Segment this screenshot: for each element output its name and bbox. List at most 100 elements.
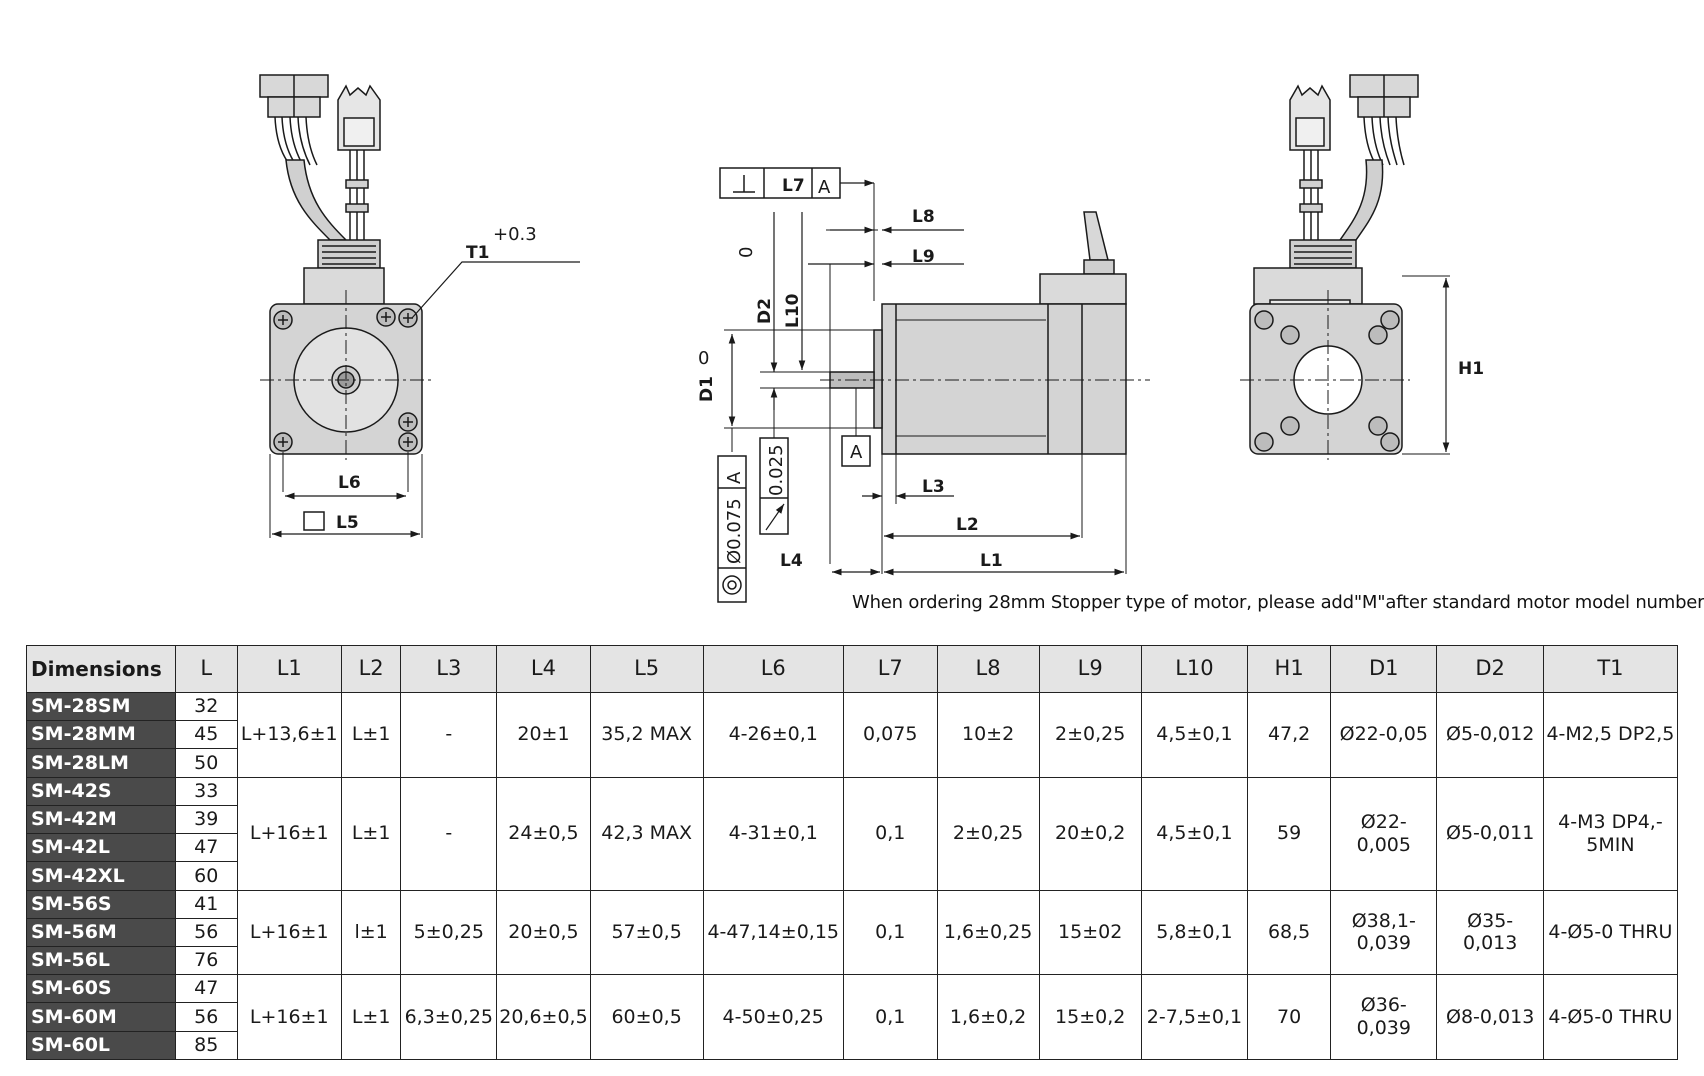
connector-rear-left-icon	[1289, 84, 1331, 250]
dimension-value-cell: L±1	[340, 776, 402, 891]
dimension-value-cell: 10±2	[936, 692, 1040, 778]
dimension-value-cell: 4,5±0,1	[1140, 692, 1249, 778]
dimension-value-cell: 15±02	[1038, 889, 1142, 976]
dimension-value-cell: 4-31±0,1	[702, 776, 844, 891]
header-cell: L5	[589, 645, 704, 693]
t1-label: T1	[466, 243, 489, 263]
concentricity-datum-ref: A	[724, 471, 745, 484]
rear-view	[1240, 74, 1450, 460]
dimension-value-cell: L+16±1	[236, 974, 342, 1060]
dimension-value-cell: l±1	[340, 889, 402, 976]
h1-label: H1	[1458, 359, 1484, 379]
connector-rear-right-icon	[1338, 74, 1419, 241]
length-cell: 76	[174, 945, 238, 976]
dimension-value-cell: 4-Ø5-0 THRU	[1542, 889, 1679, 976]
dimension-value-cell: 4-47,14±0,15	[702, 889, 844, 976]
side-view	[717, 167, 1150, 603]
square-icon	[303, 511, 325, 531]
dimension-value-cell: L±1	[340, 692, 402, 778]
l9-label: L9	[912, 247, 935, 267]
dimension-value-cell: Ø8-0,013	[1436, 974, 1544, 1060]
dimension-value-cell: L±1	[340, 974, 402, 1060]
front-view	[259, 74, 580, 538]
dimension-value-cell: 20,6±0,5	[496, 974, 591, 1060]
concentricity-icon	[722, 575, 742, 595]
dimension-value-cell: 1,6±0,2	[936, 974, 1040, 1060]
l7-label: L7	[782, 176, 805, 196]
model-name-cell: SM-42S	[26, 776, 176, 806]
dimension-value-cell: 2±0,25	[936, 776, 1040, 891]
motor-technical-drawing: T1 +0.3 L6 L5	[259, 74, 1484, 603]
dimension-value-cell: 4-50±0,25	[702, 974, 844, 1060]
dimension-value-cell: 4,5±0,1	[1140, 776, 1249, 891]
l8-label: L8	[912, 207, 935, 227]
dimension-value-cell: 0,1	[842, 776, 938, 891]
dimension-value-cell: 2-7,5±0,1	[1140, 974, 1249, 1060]
model-name-cell: SM-28SM	[26, 691, 176, 722]
ordering-note: When ordering 28mm Stopper type of motor…	[852, 592, 1704, 613]
dimension-value-cell: Ø5-0,012	[1436, 692, 1544, 778]
d1-label: D1	[697, 376, 717, 402]
dimension-value-cell: Ø38,1-0,039	[1330, 889, 1438, 976]
length-cell: 45	[174, 720, 238, 750]
header-cell: L	[174, 645, 238, 693]
header-cell: T1	[1542, 645, 1679, 693]
model-name-cell: SM-60L	[26, 1030, 176, 1061]
length-cell: 56	[174, 917, 238, 947]
dimension-value-cell: Ø36-0,039	[1330, 974, 1438, 1060]
dimension-value-cell: 20±1	[496, 692, 591, 778]
header-cell: L4	[496, 645, 591, 693]
dimension-value-cell: 20±0,2	[1038, 776, 1142, 891]
dimension-value-cell: -	[400, 692, 498, 778]
datum-a-label: A	[850, 442, 863, 463]
dimension-value-cell: 4-26±0,1	[702, 692, 844, 778]
l3-label: L3	[922, 477, 945, 497]
dimension-value-cell: -	[400, 776, 498, 891]
dimension-value-cell: L+13,6±1	[236, 692, 342, 778]
l6-label: L6	[338, 473, 361, 493]
header-cell: L6	[702, 645, 844, 693]
dimension-value-cell: 1,6±0,25	[936, 889, 1040, 976]
dimension-value-cell: 59	[1247, 776, 1332, 891]
l10-label: L10	[783, 293, 803, 328]
model-name-cell: SM-56M	[26, 917, 176, 947]
connector-right-icon	[337, 84, 381, 240]
dimension-value-cell: 35,2 MAX	[589, 692, 704, 778]
header-cell: L2	[340, 645, 402, 693]
dimension-value-cell: L+16±1	[236, 776, 342, 891]
l4-label: L4	[780, 551, 803, 571]
dimension-value-cell: 5±0,25	[400, 889, 498, 976]
dimension-value-cell: L+16±1	[236, 889, 342, 976]
header-cell: L10	[1140, 645, 1249, 693]
length-cell: 41	[174, 889, 238, 919]
model-name-cell: SM-42L	[26, 833, 176, 863]
length-cell: 33	[174, 776, 238, 806]
model-name-cell: SM-56S	[26, 889, 176, 919]
model-name-cell: SM-42XL	[26, 861, 176, 891]
runout-arrow-icon	[765, 503, 785, 531]
dimension-value-cell: 42,3 MAX	[589, 776, 704, 891]
header-cell: L1	[236, 645, 342, 693]
model-name-cell: SM-56L	[26, 945, 176, 976]
dimension-value-cell: 57±0,5	[589, 889, 704, 976]
dimension-value-cell: 0,075	[842, 692, 938, 778]
zero-mark-top: 0	[736, 247, 757, 258]
model-name-cell: SM-28LM	[26, 748, 176, 778]
header-cell: L7	[842, 645, 938, 693]
length-cell: 50	[174, 748, 238, 778]
dimension-value-cell: 0,1	[842, 889, 938, 976]
dimension-value-cell: Ø22-0,005	[1330, 776, 1438, 891]
perpendicularity-icon	[733, 175, 755, 193]
dimension-value-cell: 0,1	[842, 974, 938, 1060]
dimension-value-cell: Ø5-0,011	[1436, 776, 1544, 891]
dimension-value-cell: 15±0,2	[1038, 974, 1142, 1060]
